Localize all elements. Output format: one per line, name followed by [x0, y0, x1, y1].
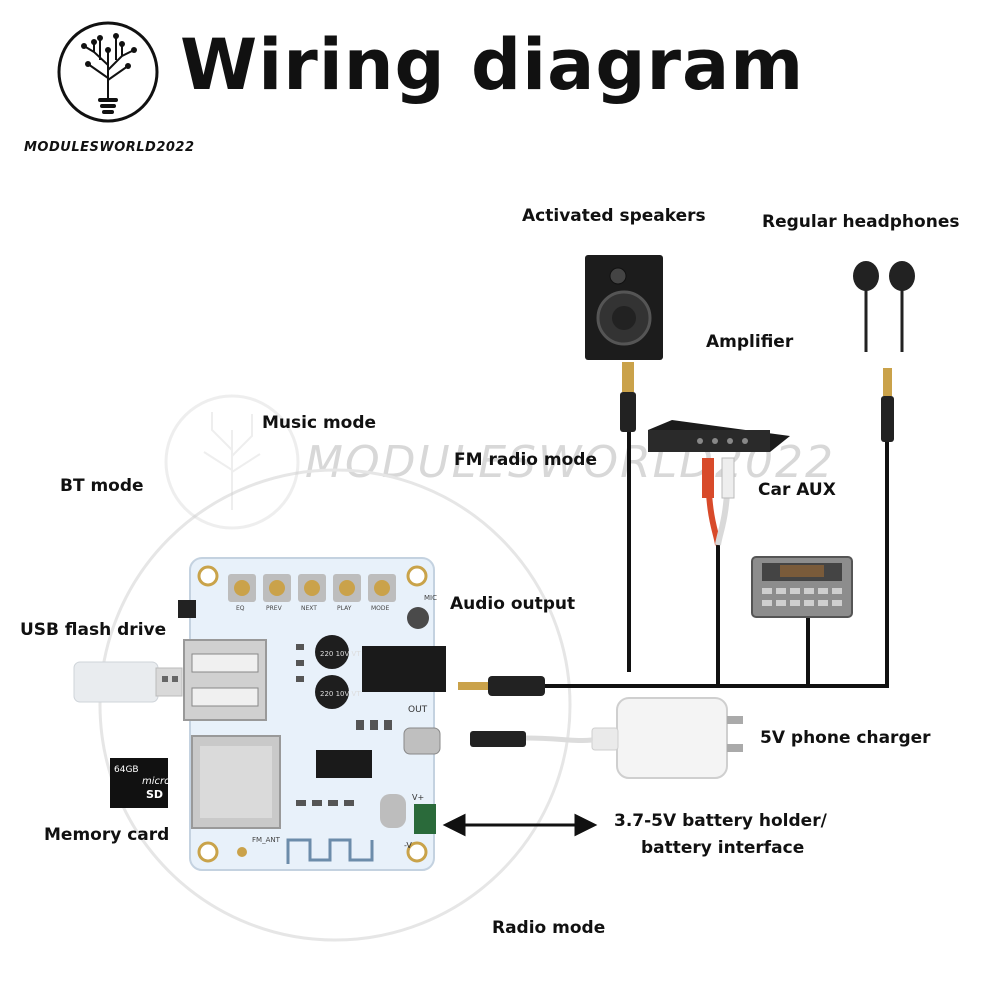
label-regular-headphones: Regular headphones [762, 212, 960, 232]
rca-leads [702, 457, 735, 546]
sd-card-icon: 64GB micro SD [110, 758, 170, 808]
label-music-mode: Music mode [262, 413, 377, 433]
label-battery-line1: 3.7-5V battery holder/ [614, 811, 827, 831]
brand-name: MODULESWORLD2022 [24, 140, 195, 155]
headphones-icon [853, 261, 915, 442]
cap-label-2: 220 10V VT [320, 690, 361, 698]
vminus-label: -V [404, 841, 412, 850]
page-title: Wiring diagram [180, 24, 805, 106]
double-arrow-icon [442, 813, 598, 837]
cap-label-1: 220 10V VT [320, 650, 361, 658]
vplus-label: V+ [412, 793, 424, 802]
btn-label-mode: MODE [371, 605, 390, 612]
label-car-aux: Car AUX [758, 480, 836, 500]
btn-label-next: NEXT [301, 605, 317, 612]
label-bt-mode: BT mode [60, 476, 144, 496]
btn-label-eq: EQ [236, 605, 245, 612]
watermark-logo-icon [164, 394, 300, 530]
label-memory-card: Memory card [44, 825, 170, 845]
sd-capacity-text: 64GB [114, 765, 139, 775]
car-radio-icon [751, 556, 853, 618]
sd-brand-text: micro [142, 776, 170, 787]
amplifier-icon [648, 420, 790, 452]
label-battery-line2: battery interface [641, 838, 805, 858]
cables [545, 430, 889, 688]
logo [56, 20, 160, 124]
usb-stick-icon [73, 661, 183, 703]
btn-label-prev: PREV [266, 605, 283, 612]
label-phone-charger: 5V phone charger [760, 728, 931, 748]
bt-board-icon: EQ PREV NEXT PLAY MODE 220 10V VT 220 10… [178, 557, 446, 871]
mic-label: MIC [424, 594, 437, 602]
board-buttons [228, 574, 396, 602]
fm-ant-label: FM_ANT [252, 836, 281, 844]
speaker-icon [585, 255, 663, 432]
label-radio-mode: Radio mode [492, 918, 606, 938]
mode-circle [98, 468, 572, 942]
label-activated-speakers: Activated speakers [522, 206, 706, 226]
charger-icon [470, 697, 743, 779]
label-amplifier: Amplifier [706, 332, 794, 352]
label-audio-output: Audio output [450, 594, 576, 614]
out-label: OUT [408, 705, 428, 715]
sd-sub-text: SD [146, 788, 163, 801]
aux-plug-icon [458, 676, 545, 696]
label-usb-flash-drive: USB flash drive [20, 620, 167, 640]
label-fm-radio-mode: FM radio mode [454, 450, 597, 470]
circuit-bulb-icon [57, 21, 159, 123]
btn-label-play: PLAY [337, 605, 352, 612]
